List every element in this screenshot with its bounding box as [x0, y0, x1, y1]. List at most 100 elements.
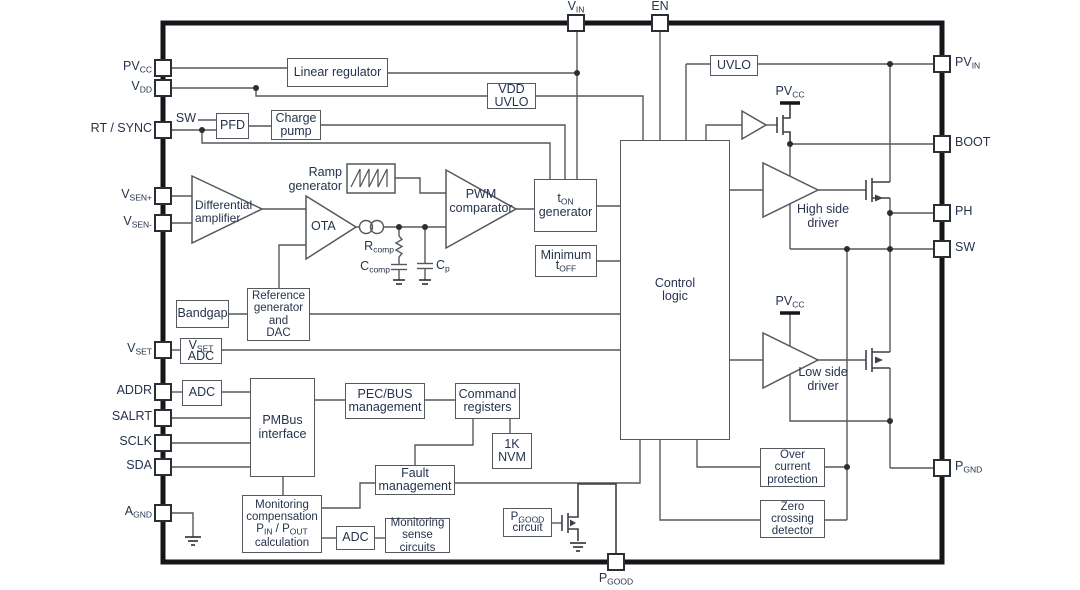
pin-vin [567, 14, 585, 32]
label-ramp-generator: Ramp generator [288, 165, 342, 193]
label-ota: OTA [311, 219, 336, 233]
label-pin-sclk: SCLK [119, 434, 152, 448]
label-pin-sw: SW [955, 240, 976, 254]
mosfet-boot [776, 101, 800, 144]
ramp-waveform [346, 163, 396, 194]
pin-pvin [933, 55, 951, 73]
label-pin-vin: VIN [567, 0, 585, 15]
junction-dot [574, 70, 580, 76]
mon-calc-l4: calculation [254, 536, 310, 549]
mosfet-low-side [865, 348, 890, 372]
wire-rtsync-ton [201, 130, 551, 179]
junction-dot [887, 61, 893, 67]
high-side-driver-triangle [762, 161, 820, 219]
wire-ctrl-buf [705, 124, 742, 140]
ground-icon [419, 279, 431, 285]
pin-en [651, 14, 669, 32]
label-low-side-driver: Low side driver [798, 365, 848, 393]
mosfet-high-side [865, 178, 890, 202]
pin-sw [933, 240, 951, 258]
vset-adc-label-1: VSET [188, 337, 214, 354]
label-pvcc-hs: PVCC [775, 84, 805, 100]
wire-vdd [171, 87, 487, 97]
wire-group [171, 31, 934, 539]
pin-rtsync [154, 121, 172, 139]
junction-dot [199, 127, 205, 133]
wire-vdduvlo-out [536, 95, 644, 140]
block-charge-pump: Charge pump [271, 110, 321, 140]
ton-label: tON [557, 190, 574, 207]
block-ton-generator: tON generator [534, 179, 597, 232]
label-ccomp: Ccomp [360, 259, 390, 275]
boot-buffer-triangle [741, 109, 768, 141]
block-zero-crossing: Zero crossing detector [760, 500, 825, 538]
label-pin-boot: BOOT [955, 135, 991, 149]
label-pwm-comparator: PWM comparator [449, 187, 513, 215]
label-high-side-driver: High side driver [796, 202, 850, 230]
ground-icon [393, 279, 405, 285]
mosfet-pgood [561, 483, 617, 554]
low-side-driver-triangle [762, 331, 820, 390]
label-pin-pvcc: PVCC [123, 59, 152, 75]
block-control-logic: Control logic [620, 140, 730, 440]
block-adc2: ADC [336, 526, 375, 550]
chip-outline [160, 20, 945, 565]
label-pin-ph: PH [955, 204, 973, 218]
block-pec-bus: PEC/BUS management [345, 383, 425, 419]
mon-calc-l2: compensation [246, 511, 318, 524]
junction-dot [844, 246, 850, 252]
pin-pvcc [154, 59, 172, 77]
label-cp: Cp [436, 258, 450, 274]
label-pin-vset: VSET [127, 341, 152, 357]
junction-dot [844, 464, 850, 470]
pin-vdd [154, 79, 172, 97]
label-pin-en: EN [651, 0, 669, 13]
block-bandgap: Bandgap [176, 300, 229, 328]
label-pin-rtsync: RT / SYNC [90, 121, 152, 135]
label-pvcc-ls: PVCC [775, 294, 805, 310]
current-source-icon [358, 219, 385, 235]
pin-pgood [607, 553, 625, 571]
pin-ph [933, 204, 951, 222]
wire-agnd [171, 512, 194, 537]
sawtooth-icon [350, 168, 388, 188]
junction-dot [887, 210, 893, 216]
block-linear-regulator: Linear regulator [287, 58, 388, 87]
ton-label-2: generator [538, 205, 593, 220]
label-rcomp: Rcomp [364, 239, 394, 255]
label-pin-vdd: VDD [131, 79, 152, 95]
pin-vsen-plus [154, 187, 172, 205]
pgood-ckt-label-2: circuit [512, 521, 543, 534]
label-pin-salrt: SALRT [111, 409, 152, 423]
junction-dot [787, 141, 793, 147]
label-pin-vsen-plus: VSEN+ [121, 187, 152, 203]
ota-triangle [305, 194, 358, 261]
wire-cp-ton [320, 124, 566, 179]
fet-arrow-icon [875, 194, 883, 202]
resistor-icon [394, 235, 404, 258]
block-pfd: PFD [216, 113, 249, 139]
toff-label-1: Minimum [540, 247, 592, 262]
pin-sclk [154, 434, 172, 452]
label-pin-sda: SDA [126, 458, 152, 472]
junction-dot [887, 246, 893, 252]
label-pin-pgood: PGOOD [598, 571, 634, 587]
block-uvlo: UVLO [710, 55, 758, 76]
pin-pgnd [933, 459, 951, 477]
pgood-ckt-label-1: PGOOD [510, 511, 545, 525]
block-command-registers: Command registers [455, 383, 520, 419]
junction-dot [887, 418, 893, 424]
pin-sda [154, 458, 172, 476]
wire-cmd-fault [414, 419, 474, 465]
block-1k-nvm: 1K NVM [492, 433, 532, 469]
pin-vset [154, 341, 172, 359]
pins [154, 14, 951, 571]
wire-ramp-pwm [395, 177, 446, 194]
toff-label-2: tOFF [555, 257, 577, 274]
label-pin-pgnd: PGND [955, 459, 983, 475]
mon-calc-l3: PIN / POUT [256, 523, 308, 537]
label-pin-vsen-minus: VSEN- [123, 214, 152, 230]
pin-vsen-minus [154, 214, 172, 232]
